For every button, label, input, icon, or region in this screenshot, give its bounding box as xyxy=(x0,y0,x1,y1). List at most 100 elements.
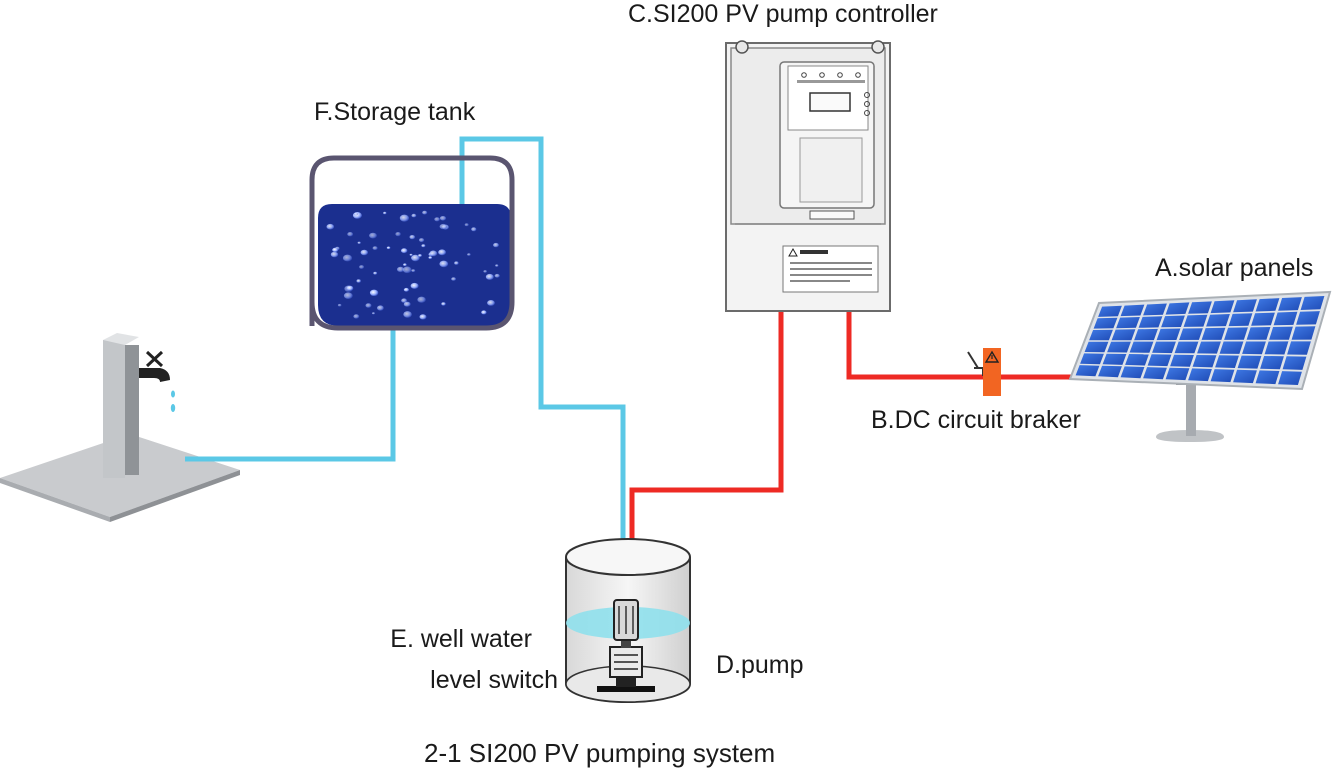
solar-cell xyxy=(1251,312,1275,326)
tank-bubble xyxy=(411,254,420,262)
solar-cell xyxy=(1165,302,1190,315)
tank-bubble xyxy=(493,242,499,248)
solar-cell xyxy=(1201,327,1226,340)
tank-bubble xyxy=(373,271,378,275)
pipe-well-to-tank xyxy=(459,136,626,595)
tank-bubble xyxy=(353,314,360,319)
tank-bubble xyxy=(397,266,405,273)
tank-bubble xyxy=(464,223,469,227)
solar-cell xyxy=(1089,329,1113,341)
tank-bubble xyxy=(352,212,362,219)
pipe-tank-to-faucet xyxy=(185,318,396,462)
tank-bubble xyxy=(360,249,368,256)
storage-tank-label: F.Storage tank xyxy=(314,98,476,126)
tank-bubble xyxy=(383,211,387,215)
solar-cell xyxy=(1179,328,1203,340)
solar-cell xyxy=(1192,355,1217,368)
solar-cell xyxy=(1125,354,1149,366)
pump-label: D.pump xyxy=(716,651,804,679)
solar-cell xyxy=(1107,341,1131,353)
tank-bubble xyxy=(481,310,487,315)
solar-cell xyxy=(1188,301,1212,314)
tank-bubble xyxy=(372,312,375,315)
solar-cell xyxy=(1246,327,1271,340)
tank-bubble xyxy=(403,287,409,292)
tank-bubble xyxy=(409,235,416,240)
solar-cell xyxy=(1269,326,1293,340)
faucet-icon xyxy=(0,333,240,522)
solar-cell xyxy=(1273,311,1298,326)
tank-bubble xyxy=(411,269,416,272)
tank-bubble xyxy=(411,213,417,218)
tank-bubble xyxy=(410,282,419,289)
tank-bubble xyxy=(337,303,342,307)
tank-bubble xyxy=(401,248,408,254)
solar-cell xyxy=(1300,296,1325,310)
tank-bubble xyxy=(422,210,428,215)
well-pump-icon xyxy=(565,538,691,703)
tank-bubble xyxy=(494,273,500,278)
solar-cell xyxy=(1206,314,1230,327)
solar-cell xyxy=(1260,356,1284,370)
tank-bubble xyxy=(332,247,339,253)
solar-cell xyxy=(1255,298,1280,312)
solar-cell xyxy=(1224,327,1248,340)
water-pipes xyxy=(185,136,626,595)
tank-bubble xyxy=(403,301,411,307)
solar-cell xyxy=(1278,297,1302,311)
solar-cell xyxy=(1287,341,1311,355)
tank-bubble xyxy=(372,246,378,251)
solar-cell xyxy=(1296,311,1320,325)
solar-cell xyxy=(1143,367,1167,380)
solar-cell xyxy=(1147,354,1172,367)
solar-cell xyxy=(1129,341,1154,353)
solar-cell xyxy=(1111,329,1136,341)
tank-bubble xyxy=(467,253,471,256)
tank-bubble xyxy=(441,302,446,306)
tank-bubble xyxy=(377,305,384,311)
solar-cell xyxy=(1143,303,1167,316)
solar-cell xyxy=(1138,316,1163,328)
solar-cell xyxy=(1242,341,1266,355)
tank-bubble xyxy=(434,217,440,222)
tank-bubble xyxy=(451,277,456,281)
tank-bubble xyxy=(495,264,499,267)
circuit-breaker-icon xyxy=(967,348,1001,396)
solar-cell xyxy=(1174,341,1199,354)
tank-bubble xyxy=(471,227,477,232)
solar-cell xyxy=(1183,314,1208,327)
cable-controller-to-breaker xyxy=(846,312,985,380)
power-cables xyxy=(629,312,1080,598)
solar-cell xyxy=(1215,355,1239,368)
solar-cell xyxy=(1120,304,1145,317)
tank-bubble xyxy=(439,223,447,230)
tank-bubble xyxy=(428,256,433,259)
tank-bubble xyxy=(418,254,422,257)
solar-cell xyxy=(1233,369,1257,384)
solar-cell xyxy=(1219,341,1244,354)
solar-cell xyxy=(1228,313,1253,327)
solar-panel-icon xyxy=(1068,290,1332,442)
tank-bubble xyxy=(399,214,409,222)
tank-bubble xyxy=(369,289,379,296)
tank-bubble xyxy=(439,260,449,268)
solar-cell xyxy=(1278,371,1302,385)
level-switch-label-line1: E. well water xyxy=(390,625,532,653)
solar-cell xyxy=(1120,366,1145,379)
tank-bubble xyxy=(326,223,335,230)
solar-cell xyxy=(1134,328,1158,341)
tank-bubble xyxy=(343,292,353,300)
tank-bubble xyxy=(365,303,372,308)
solar-cell xyxy=(1170,354,1194,367)
solar-cell xyxy=(1098,365,1122,378)
tank-bubble xyxy=(419,314,427,320)
tank-bubble xyxy=(356,279,361,283)
tank-bubble xyxy=(346,285,354,291)
tank-bubble xyxy=(402,266,412,274)
solar-cell xyxy=(1188,368,1212,382)
solar-cell xyxy=(1255,370,1280,385)
tank-bubble xyxy=(487,300,495,306)
tank-bubble xyxy=(386,246,391,250)
tank-bubble xyxy=(421,244,426,248)
